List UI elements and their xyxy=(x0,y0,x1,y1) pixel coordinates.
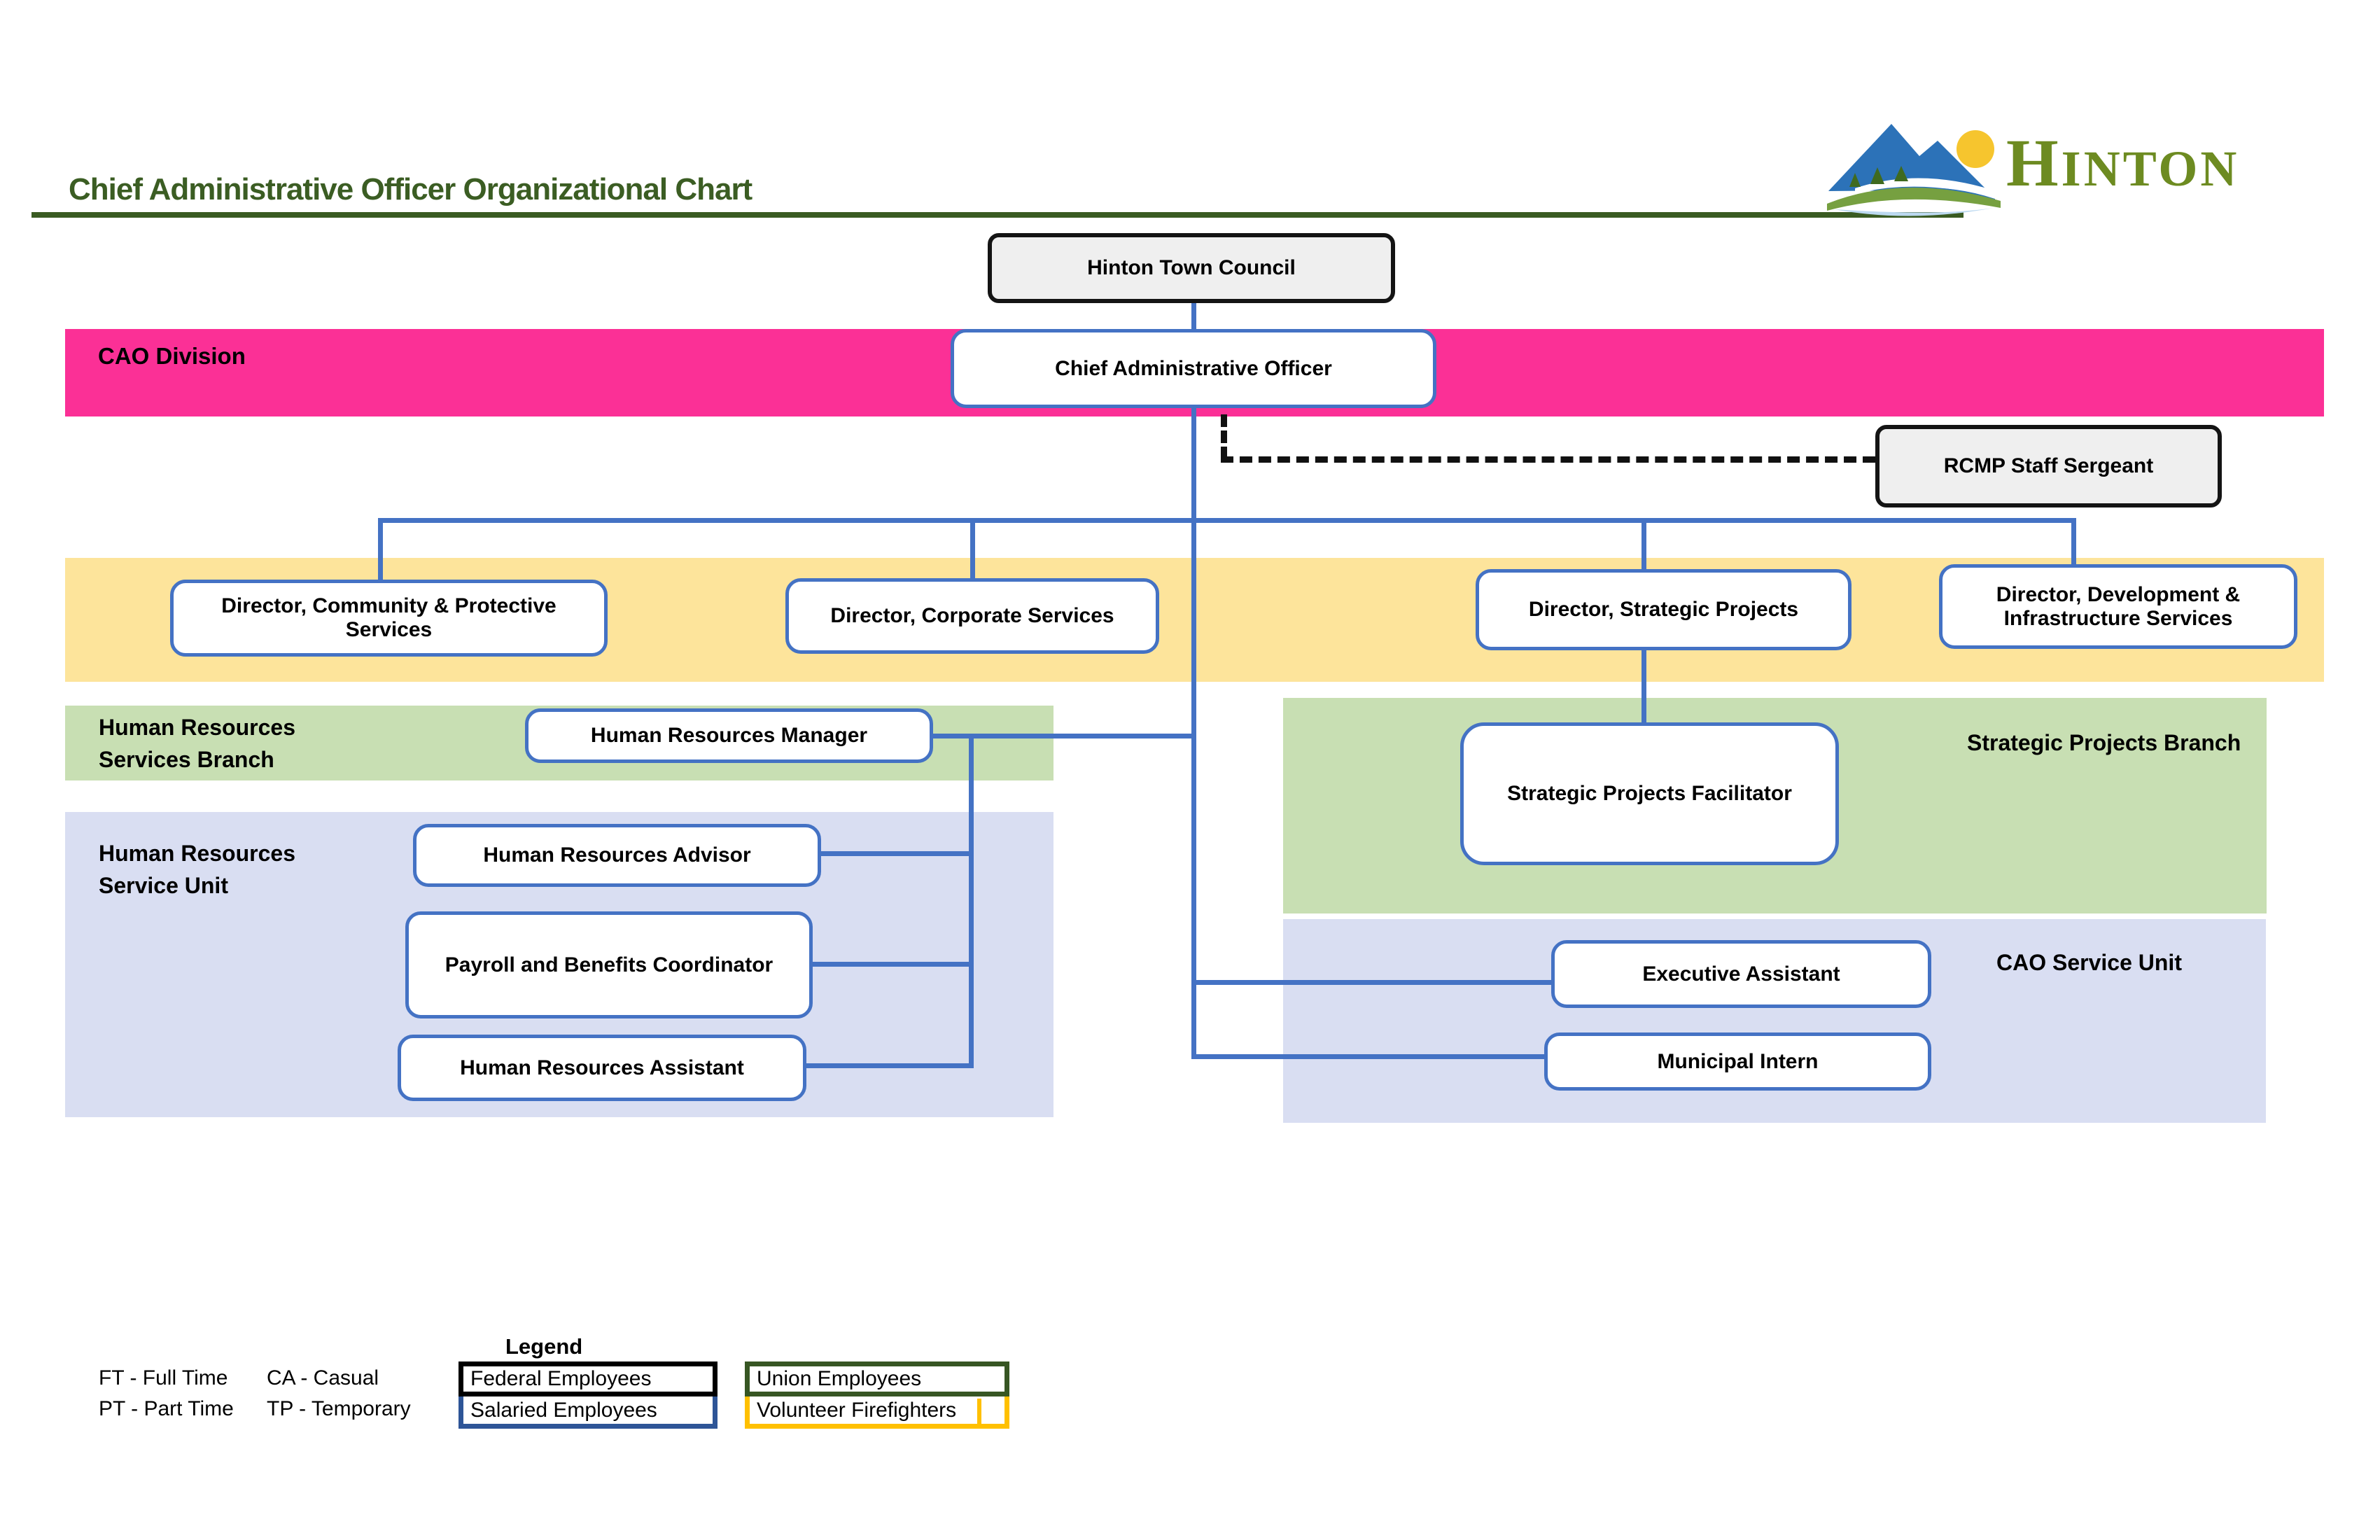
connector-stub-hr-assistant xyxy=(804,1063,973,1068)
legend-salaried-employees: Salaried Employees xyxy=(458,1396,718,1429)
label-strategic-projects-branch: Strategic Projects Branch xyxy=(1967,730,2241,755)
legend-abbr-ft: FT - Full Time xyxy=(99,1366,228,1390)
node-dir-community: Director, Community & Protective Service… xyxy=(170,580,608,657)
label-hr-services-branch: Human Resources Services Branch xyxy=(99,715,295,772)
logo-text-cap: H xyxy=(2006,125,2062,200)
page-title: Chief Administrative Officer Organizatio… xyxy=(69,172,752,206)
connector-hr-sub-trunk xyxy=(969,734,974,1068)
hinton-logo-text: HINTON xyxy=(2006,130,2239,197)
node-dir-development: Director, Development & Infrastructure S… xyxy=(1939,564,2297,649)
connector-stub-dir-corporate xyxy=(970,518,975,580)
logo-text-rest: INTON xyxy=(2061,141,2240,197)
connector-stub-payroll xyxy=(811,962,973,967)
node-municipal-intern: Municipal Intern xyxy=(1544,1032,1931,1091)
legend-abbr-tp: TP - Temporary xyxy=(267,1397,411,1420)
node-hr-assistant: Human Resources Assistant xyxy=(398,1035,806,1101)
connector-stub-dir-strategic xyxy=(1642,518,1646,570)
legend-union-employees: Union Employees xyxy=(745,1362,1009,1396)
legend-abbr-pt: PT - Part Time xyxy=(99,1397,234,1420)
legend-title: Legend xyxy=(505,1334,583,1359)
connector-stub-exec-assistant xyxy=(1191,980,1553,985)
node-dir-strategic: Director, Strategic Projects xyxy=(1476,569,1851,650)
label-cao-service-unit: CAO Service Unit xyxy=(1996,950,2182,975)
hinton-logo: HINTON xyxy=(1827,104,2331,223)
node-payroll-coordinator: Payroll and Benefits Coordinator xyxy=(405,911,813,1018)
node-dir-corporate: Director, Corporate Services xyxy=(785,578,1159,654)
connector-council-to-cao xyxy=(1191,301,1196,330)
connector-directors-bus xyxy=(380,518,2076,523)
legend-volunteer-firefighters: Volunteer Firefighters xyxy=(745,1396,1009,1429)
connector-stub-municipal-intern xyxy=(1191,1054,1546,1059)
connector-stub-dir-community xyxy=(378,518,383,581)
node-town-council: Hinton Town Council xyxy=(988,233,1395,303)
connector-dashed-cao-rcmp-vertical xyxy=(1221,414,1227,459)
hinton-logo-icon xyxy=(1827,123,2001,216)
connector-stub-dir-development xyxy=(2071,518,2076,566)
label-cao-division: CAO Division xyxy=(98,343,246,369)
connector-stub-hr-advisor xyxy=(819,851,973,856)
node-hr-advisor: Human Resources Advisor xyxy=(413,824,821,887)
node-cao: Chief Administrative Officer xyxy=(951,329,1436,408)
legend-federal-employees: Federal Employees xyxy=(458,1362,718,1396)
legend-volunteer-cell-divider xyxy=(977,1399,981,1427)
node-sp-facilitator: Strategic Projects Facilitator xyxy=(1460,722,1839,865)
connector-dashed-cao-rcmp-horizontal xyxy=(1221,456,1875,463)
connector-hr-manager-to-trunk xyxy=(931,734,1196,738)
legend-abbr-ca: CA - Casual xyxy=(267,1366,379,1390)
node-rcmp: RCMP Staff Sergeant xyxy=(1875,425,2222,507)
node-hr-manager: Human Resources Manager xyxy=(525,708,933,763)
title-underline xyxy=(31,212,1963,218)
connector-strategic-to-facilitator xyxy=(1642,650,1646,724)
node-exec-assistant: Executive Assistant xyxy=(1551,940,1931,1008)
label-hr-service-unit: Human Resources Service Unit xyxy=(99,841,295,898)
